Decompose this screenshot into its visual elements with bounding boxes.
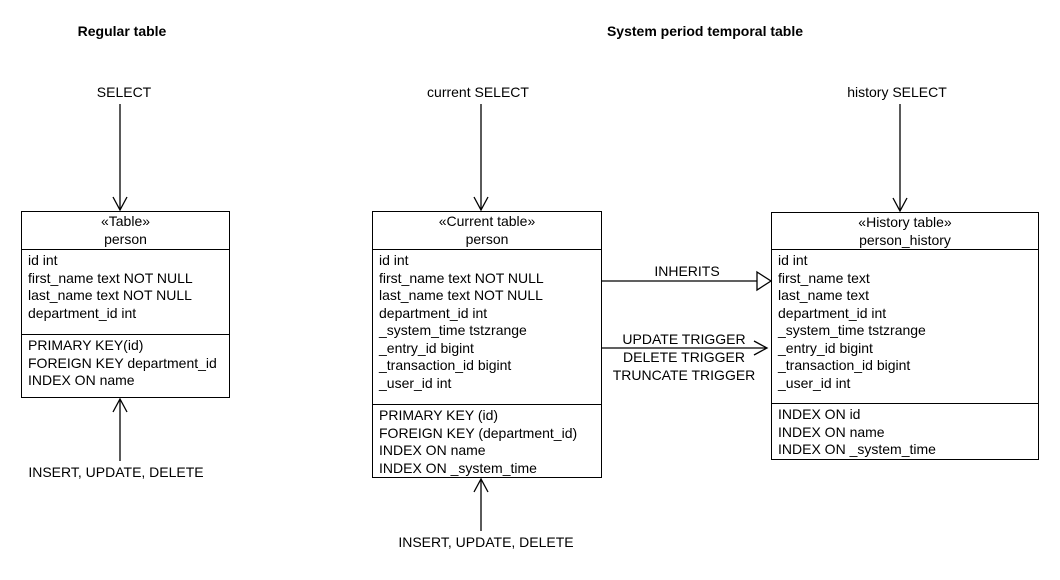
table-field-row: _user_id int — [379, 374, 452, 391]
label-current-select: current SELECT — [427, 84, 529, 100]
table-key-row: PRIMARY KEY (id) — [379, 407, 499, 423]
label-insert-update-delete-current: INSERT, UPDATE, DELETE — [398, 534, 574, 550]
table-field-row: department_id int — [28, 304, 137, 321]
label-trigger: DELETE TRIGGER — [623, 349, 745, 365]
table-key-row: INDEX ON _system_time — [379, 459, 537, 476]
table-history-header: «History table» person_history — [772, 213, 1038, 249]
heading-temporal-table: System period temporal table — [606, 23, 804, 39]
label-insert-update-delete-regular: INSERT, UPDATE, DELETE — [28, 464, 204, 480]
label-trigger: TRUNCATE TRIGGER — [612, 367, 756, 383]
table-key-row: INDEX ON name — [778, 423, 885, 440]
table-field-row: _transaction_id bigint — [778, 357, 911, 373]
table-regular-header: «Table» person — [22, 212, 229, 249]
heading-regular-table: Regular table — [77, 23, 167, 39]
label-trigger: UPDATE TRIGGER — [622, 331, 746, 347]
table-field-row: _system_time tstzrange — [379, 322, 527, 338]
table-key-row: FOREIGN KEY department_id — [28, 354, 217, 371]
table-current-keys: PRIMARY KEY (id)FOREIGN KEY (department_… — [373, 404, 601, 478]
arrow-insert-current — [473, 477, 489, 531]
table-field-row: id int — [379, 252, 409, 268]
table-key-row: INDEX ON name — [28, 372, 135, 388]
table-field-row: _system_time tstzrange — [778, 322, 926, 338]
table-field-row: department_id int — [379, 304, 488, 321]
table-field-row: first_name text — [778, 269, 870, 286]
table-key-row: INDEX ON _system_time — [778, 441, 936, 457]
table-field-row: first_name text NOT NULL — [28, 269, 193, 286]
table-key-row: PRIMARY KEY(id) — [28, 337, 144, 353]
table-field-row: last_name text — [778, 287, 870, 303]
table-field-row: _user_id int — [778, 374, 851, 391]
table-stereotype: «Table» — [100, 213, 151, 229]
table-field-row: department_id int — [778, 304, 887, 321]
arrow-select-regular — [112, 104, 128, 212]
label-trigger-list: UPDATE TRIGGER DELETE TRIGGER TRUNCATE TRI… — [594, 330, 774, 384]
table-field-row: last_name text NOT NULL — [379, 287, 543, 303]
label-select: SELECT — [96, 84, 152, 100]
table-field-row: id int — [28, 252, 58, 268]
table-current-header: «Current table» person — [373, 212, 601, 249]
arrow-select-history — [892, 104, 908, 213]
table-key-row: INDEX ON id — [778, 406, 861, 422]
table-field-row: id int — [778, 252, 808, 268]
label-history-select: history SELECT — [847, 84, 947, 100]
table-name: person_history — [859, 231, 951, 248]
table-field-row: first_name text NOT NULL — [379, 269, 544, 286]
table-name: person — [465, 230, 509, 247]
table-field-row: _entry_id bigint — [379, 339, 474, 356]
arrow-insert-regular — [112, 397, 128, 461]
arrow-select-current — [473, 104, 489, 212]
table-field-row: _entry_id bigint — [778, 339, 873, 356]
table-regular-keys: PRIMARY KEY(id)FOREIGN KEY department_id… — [22, 334, 229, 398]
table-key-row: FOREIGN KEY (department_id) — [379, 424, 578, 441]
table-name: person — [104, 230, 147, 247]
label-inherits: INHERITS — [654, 263, 720, 279]
table-stereotype: «History table» — [858, 214, 952, 230]
table-field-row: _transaction_id bigint — [379, 357, 512, 373]
table-field-row: last_name text NOT NULL — [28, 287, 192, 303]
table-stereotype: «Current table» — [438, 213, 536, 229]
table-key-row: INDEX ON name — [379, 442, 486, 458]
